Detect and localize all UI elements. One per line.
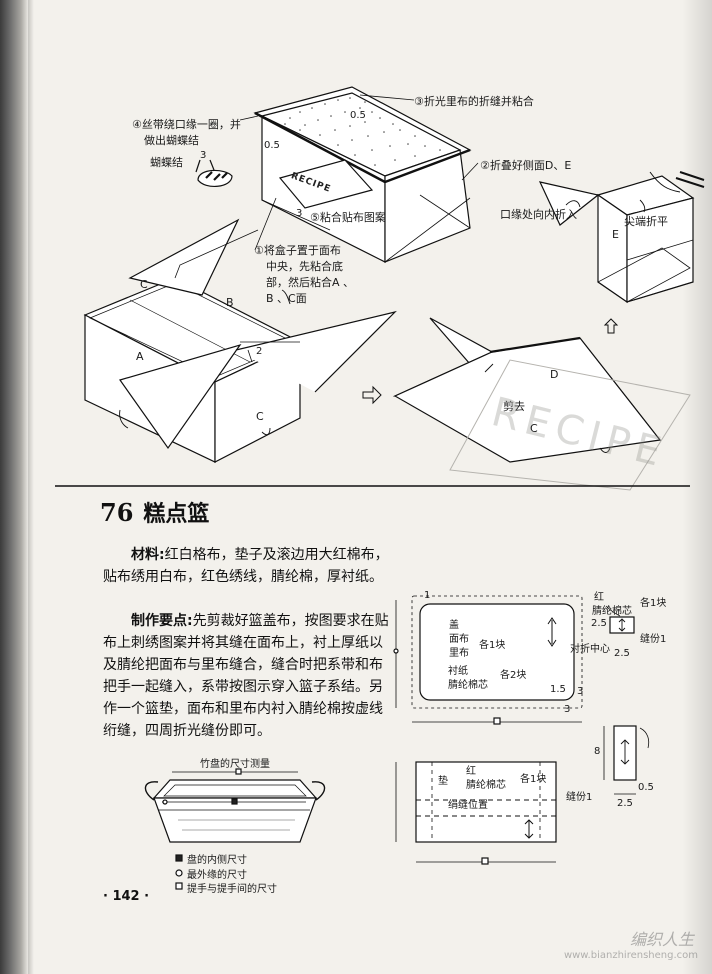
face-label-e: E [612, 228, 619, 241]
bamboo-tray-drawing [144, 768, 326, 843]
section-title: 76 糕点篮 [100, 496, 209, 528]
lid-label: 盖 [449, 620, 459, 631]
dim-2.5-a-label: 2.5 [591, 618, 607, 629]
step4-label: ④丝带绕口缘一圈，并 [132, 118, 241, 131]
dim-2.5-b-label: 2.5 [614, 648, 630, 659]
strap-red-label: 红 [594, 592, 604, 603]
face-label-c-3: C [530, 422, 538, 435]
section-name: 糕点篮 [143, 502, 210, 527]
dim-0.5-label: 0.5 [638, 782, 654, 793]
lid-batting-label: 腈纶棉芯 [448, 680, 488, 691]
dim-2.5-c-label: 2.5 [617, 798, 633, 809]
dim-2: 2 [256, 346, 263, 357]
section-number: 76 [100, 498, 134, 527]
step1-label-4: B 、C面 [266, 292, 307, 305]
method-paragraph: 制作要点:先剪裁好篮盖布，按图要求在贴布上刺绣图案并将其缝在面布上，衬上厚纸以及… [103, 610, 393, 742]
fold-in-label: 口缘处向内折入 [500, 208, 577, 221]
recipe-patch [278, 159, 374, 209]
materials-text: 红白格布，垫子及滚边用大红棉布，贴布绣用白布，红色绣线，腈纶棉，厚衬纸。 [103, 547, 389, 585]
step1-label-1: ①将盒子置于面布 [254, 244, 341, 257]
step5-label: ⑤粘合贴布图案 [310, 211, 386, 224]
dim-3-bow: 3 [200, 150, 207, 161]
pad-batting-label: 腈纶棉芯 [466, 780, 506, 791]
open-box-drawing [83, 218, 397, 463]
materials-paragraph: 材料:红白格布，垫子及滚边用大红棉布，贴布绣用白布，红色绣线，腈纶棉，厚衬纸。 [103, 544, 393, 588]
lining-label: 里布 [449, 648, 469, 659]
pad-each-label: 各1块 [520, 774, 547, 785]
corner-1-label: 1 [424, 590, 431, 601]
method-text: 先剪裁好篮盖布，按图要求在贴布上刺绣图案并将其缝在面布上，衬上厚纸以及腈纶把面布… [103, 613, 389, 739]
bow-drawing [195, 159, 233, 187]
face-label-d: D [550, 368, 559, 381]
legend-outer-size: 最外缘的尺寸 [187, 870, 247, 881]
step3-label: ③折光里布的折缝并粘合 [414, 95, 534, 108]
lid-pattern-piece [419, 603, 575, 701]
fold-sides-drawing [538, 171, 705, 334]
face-label-c-2: C [256, 410, 264, 423]
pad-pattern-piece [415, 761, 557, 843]
recipe-watermark-drawing [449, 359, 691, 491]
quilting-line-label: 绢缝位置 [448, 800, 488, 811]
finished-box-drawing [253, 86, 472, 263]
tray-measure-title: 竹盘的尺寸测量 [200, 759, 270, 770]
legend-handle-size: 提手与提手间的尺寸 [187, 884, 277, 895]
step2-label: ②折叠好侧面D、E [480, 159, 572, 172]
dim-1.5-label: 1.5 [550, 684, 566, 695]
each-two-label: 各2块 [500, 670, 527, 681]
site-watermark: 编织人生 [629, 930, 694, 949]
pad-seam-label: 缝份1 [566, 792, 593, 803]
pad-label: 垫 [438, 776, 448, 787]
strap-batting-label: 腈纶棉芯 [592, 606, 632, 617]
center-fold-label: 对折中心 [570, 644, 610, 655]
method-label: 制作要点: [131, 613, 193, 629]
cut-off-label: 剪去 [503, 400, 525, 413]
dim-0.5-left: 0.5 [264, 140, 280, 151]
face-label-b: B [226, 296, 234, 309]
page-number: · 142 · [103, 889, 150, 904]
book-spine-shadow [0, 0, 28, 974]
bow-label: 蝴蝶结 [150, 156, 183, 169]
lid-each-one-label: 各1块 [479, 640, 506, 651]
face-cloth-label: 面布 [449, 634, 469, 645]
strap-each-label: 各1块 [640, 598, 667, 609]
step1-label-2: 中央，先粘合底 [266, 260, 343, 273]
face-label-a: A [136, 350, 144, 363]
site-watermark-url: www.bianzhirensheng.com [563, 950, 698, 961]
cardboard-label: 衬纸 [448, 666, 468, 677]
dim-8-label: 8 [594, 746, 601, 757]
strap-seam-label: 缝份1 [640, 634, 667, 645]
step1-label-3: 部，然后粘合A 、 [266, 276, 355, 289]
legend-inner-size: 盘的内侧尺寸 [187, 855, 247, 866]
dim-0.5-top: 0.5 [350, 110, 366, 121]
face-label-c-1: C [140, 278, 148, 291]
trim-corner-drawing [392, 317, 662, 463]
pad-red-label: 红 [466, 766, 476, 777]
flatten-tip-label: 尖端折平 [624, 215, 668, 228]
dim-3b-label: 3 [564, 704, 571, 715]
next-step-arrow-icon [362, 385, 382, 405]
step4-label-cont: 做出蝴蝶结 [144, 134, 199, 147]
dim-3-label: 3 [577, 686, 584, 697]
dim-3-patch: 3 [296, 208, 303, 219]
materials-label: 材料: [131, 547, 165, 563]
